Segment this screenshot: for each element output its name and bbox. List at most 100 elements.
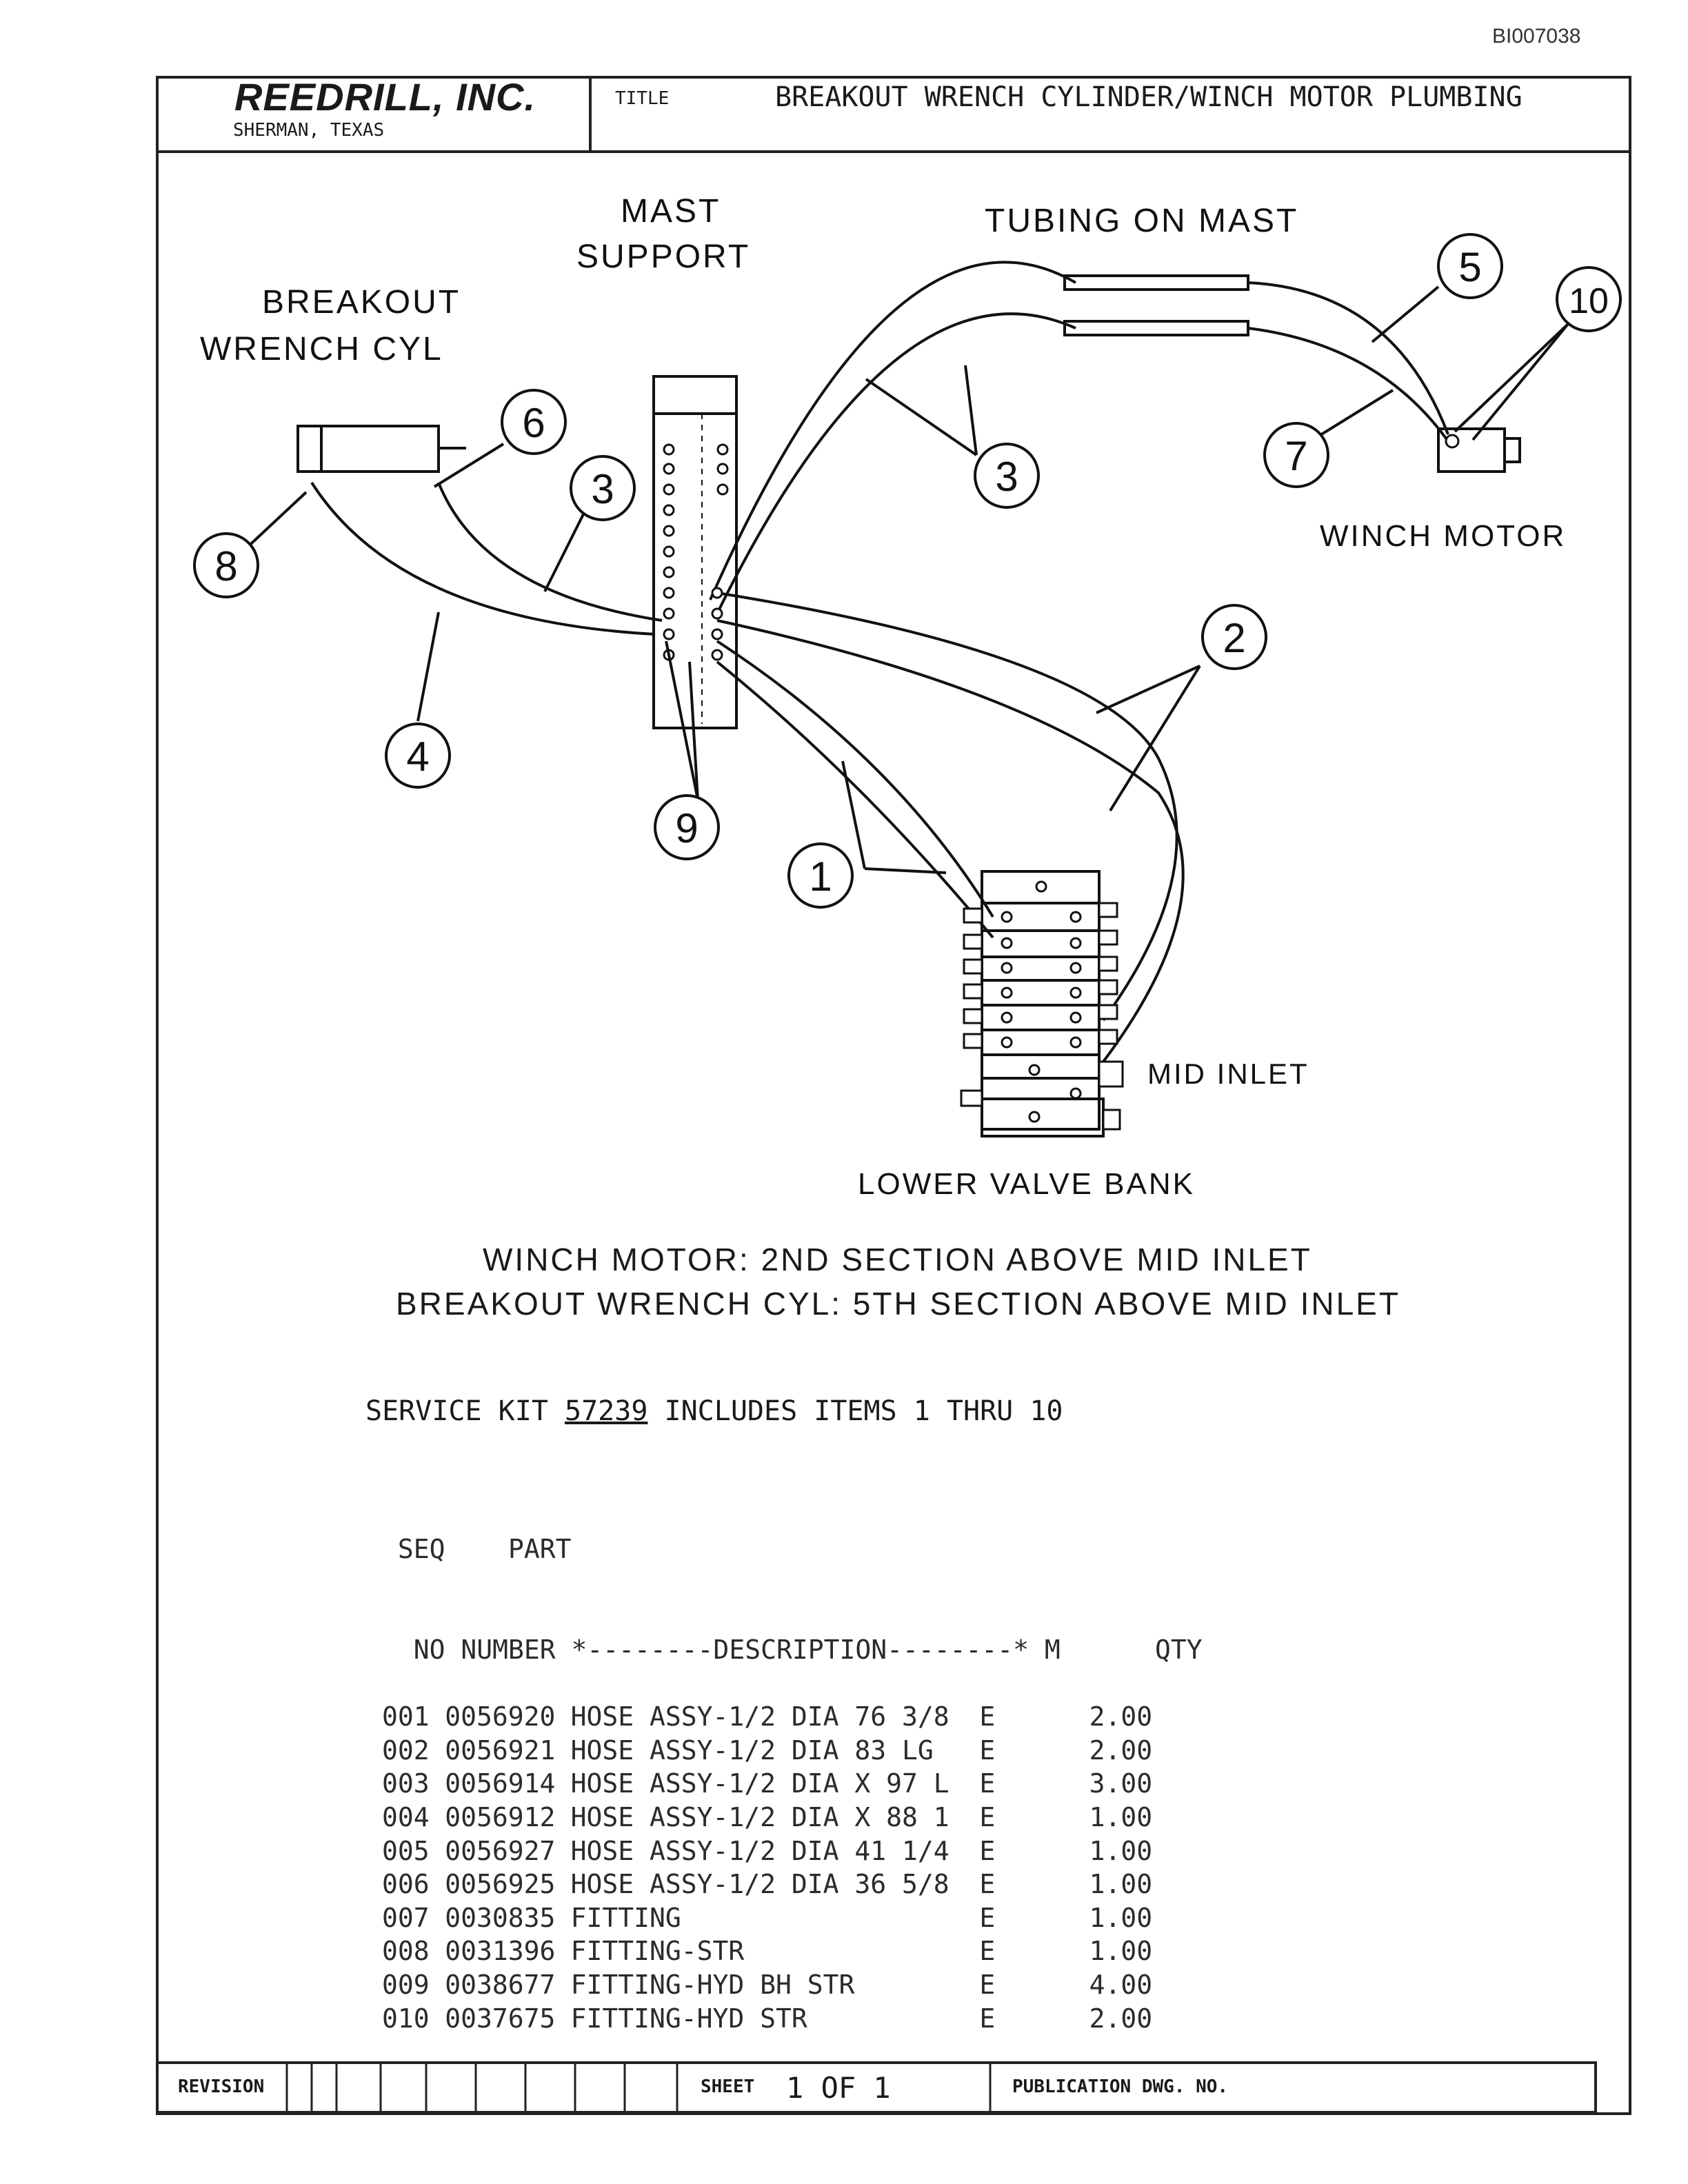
parts-number: 0030835 bbox=[445, 1902, 556, 1933]
label-support: SUPPORT bbox=[576, 239, 750, 275]
callout-text: 4 bbox=[406, 734, 429, 780]
parts-m: E bbox=[979, 1835, 996, 1866]
label-wrench-cyl: WRENCH CYL bbox=[200, 331, 443, 367]
parts-seq: 010 bbox=[382, 2003, 430, 2034]
parts-seq: 002 bbox=[382, 1735, 430, 1766]
parts-desc: HOSE ASSY-1/2 DIA X 97 L bbox=[570, 1768, 950, 1799]
callout-7 bbox=[501, 389, 567, 455]
revision-label: REVISION bbox=[178, 2076, 265, 2097]
label-breakout: BREAKOUT bbox=[262, 284, 461, 321]
lower-valve-bank bbox=[981, 870, 1101, 1131]
parts-number: 0038677 bbox=[445, 1969, 556, 2000]
parts-header-1: SEQ PART bbox=[382, 1534, 572, 1565]
sheet-label: SHEET bbox=[701, 2076, 755, 2097]
parts-seq: 006 bbox=[382, 1869, 430, 1900]
company-name: REEDRILL, INC. bbox=[234, 75, 536, 119]
callout-text: 7 bbox=[1285, 433, 1307, 479]
parts-seq: 004 bbox=[382, 1801, 430, 1832]
document-id: BI007038 bbox=[1492, 25, 1581, 48]
parts-qty: 3.00 bbox=[1089, 1768, 1153, 1799]
parts-desc: FITTING-STR bbox=[570, 1936, 745, 1967]
callout-2 bbox=[1201, 604, 1267, 670]
label-lower-valve-bank: LOWER VALVE BANK bbox=[858, 1167, 1195, 1201]
parts-desc: HOSE ASSY-1/2 DIA 36 5/8 bbox=[570, 1869, 950, 1900]
callout-text: 8 bbox=[214, 543, 237, 589]
parts-number: 0031396 bbox=[445, 1936, 556, 1967]
company-location: SHERMAN, TEXAS bbox=[233, 120, 385, 141]
parts-header-2: NO NUMBER *--------DESCRIPTION--------* … bbox=[382, 1634, 1203, 1665]
callout-text: 9 bbox=[675, 805, 698, 851]
callout-5 bbox=[1437, 233, 1503, 299]
parts-desc: FITTING-HYD BH STR bbox=[570, 1969, 855, 2000]
hose-2-b bbox=[716, 619, 1185, 1063]
hose-2-a bbox=[716, 592, 1178, 1022]
parts-m: E bbox=[979, 1969, 996, 2000]
parts-table: SEQ PART NO NUMBER *--------DESCRIPTION-… bbox=[382, 1466, 1203, 2035]
hose-6 bbox=[1247, 327, 1449, 443]
parts-seq: 009 bbox=[382, 1969, 430, 2000]
hose-3-upper bbox=[709, 261, 1076, 600]
revision-strip bbox=[156, 2061, 1597, 2114]
parts-number: 0037675 bbox=[445, 2003, 556, 2034]
title-label: TITLE bbox=[615, 88, 670, 109]
parts-number: 0056920 bbox=[445, 1701, 556, 1732]
parts-number: 0056912 bbox=[445, 1801, 556, 1832]
parts-desc: HOSE ASSY-1/2 DIA 41 1/4 bbox=[570, 1835, 950, 1866]
parts-qty: 4.00 bbox=[1089, 1969, 1153, 2000]
callout-text: 2 bbox=[1223, 615, 1245, 661]
label-mid-inlet: MID INLET bbox=[1147, 1058, 1309, 1090]
parts-desc: FITTING bbox=[570, 1902, 681, 1933]
note-breakout: BREAKOUT WRENCH CYL: 5TH SECTION ABOVE M… bbox=[396, 1286, 1400, 1322]
parts-number: 0056921 bbox=[445, 1735, 556, 1766]
parts-qty: 1.00 bbox=[1089, 1902, 1153, 1933]
parts-row: 004 0056912 HOSE ASSY-1/2 DIA X 88 1 E 1.00 bbox=[382, 1801, 1203, 1834]
parts-desc: FITTING-HYD STR bbox=[570, 2003, 807, 2034]
parts-qty: 2.00 bbox=[1089, 1701, 1153, 1732]
publication-label: PUBLICATION DWG. NO. bbox=[1012, 2076, 1229, 2097]
callout-text: 6 bbox=[522, 400, 545, 446]
callout-6 bbox=[1263, 422, 1329, 488]
parts-qty: 2.00 bbox=[1089, 1735, 1153, 1766]
parts-qty: 1.00 bbox=[1089, 1835, 1153, 1866]
hose-1-a bbox=[716, 640, 994, 918]
callout-1 bbox=[787, 842, 854, 909]
hose-3-cyl bbox=[437, 482, 663, 622]
parts-m: E bbox=[979, 2003, 996, 2034]
parts-desc: HOSE ASSY-1/2 DIA X 88 1 bbox=[570, 1801, 950, 1832]
parts-row: 009 0038677 FITTING-HYD BH STR E 4.00 bbox=[382, 1968, 1203, 2002]
hose-1-b bbox=[716, 660, 994, 939]
parts-desc: HOSE ASSY-1/2 DIA 83 LG bbox=[570, 1735, 934, 1766]
parts-qty: 1.00 bbox=[1089, 1936, 1153, 1967]
callout-text: 1 bbox=[809, 853, 832, 900]
service-kit-prefix: SERVICE KIT bbox=[365, 1395, 548, 1427]
parts-seq: 001 bbox=[382, 1701, 430, 1732]
service-kit-suffix: INCLUDES ITEMS 1 THRU 10 bbox=[664, 1395, 1063, 1427]
parts-number: 0056927 bbox=[445, 1835, 556, 1866]
hose-5 bbox=[1247, 281, 1449, 435]
callout-text: 5 bbox=[1458, 244, 1481, 290]
callout-4 bbox=[385, 722, 451, 789]
callout-text: 3 bbox=[995, 454, 1018, 500]
service-kit-line: SERVICE KIT 57239 INCLUDES ITEMS 1 THRU … bbox=[365, 1395, 1063, 1427]
callout-3-left bbox=[570, 455, 636, 521]
parts-seq: 003 bbox=[382, 1768, 430, 1799]
parts-qty: 1.00 bbox=[1089, 1801, 1153, 1832]
sheet-value: 1 OF 1 bbox=[786, 2071, 891, 2105]
callout-8 bbox=[193, 532, 259, 598]
callout-text: 3 bbox=[591, 466, 614, 512]
parts-m: E bbox=[979, 1801, 996, 1832]
title-block bbox=[156, 76, 1631, 153]
callout-9 bbox=[654, 794, 720, 860]
label-mast: MAST bbox=[621, 193, 721, 230]
hose-3-lower bbox=[716, 312, 1076, 614]
parts-desc: HOSE ASSY-1/2 DIA 76 3/8 bbox=[570, 1701, 950, 1732]
